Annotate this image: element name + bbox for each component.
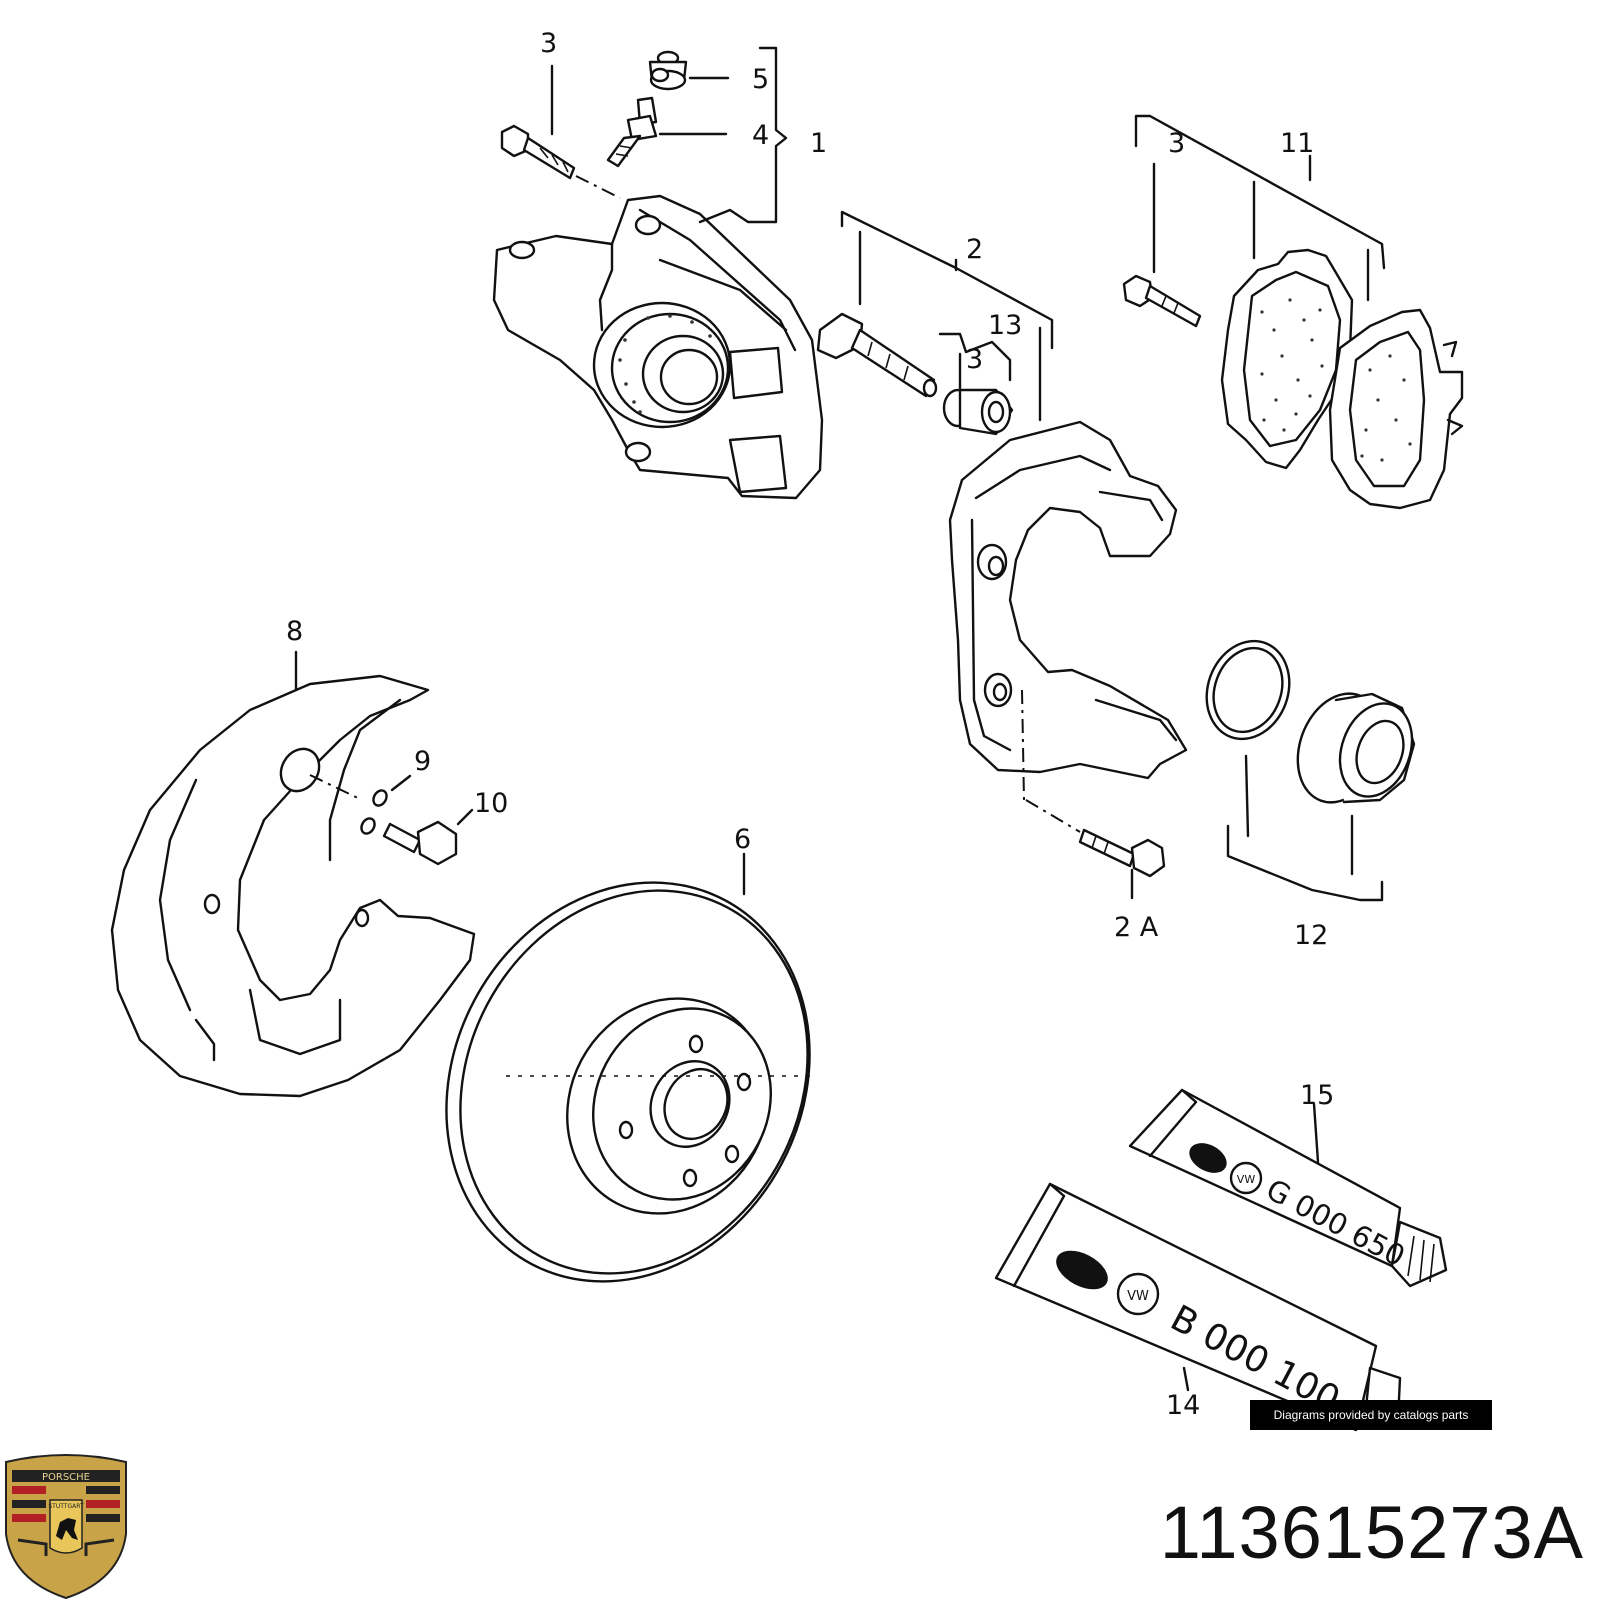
- bleeder-valve: [606, 96, 658, 168]
- callout-13: 13: [988, 310, 1022, 341]
- bleeder-cap: [648, 50, 688, 91]
- callout-4: 4: [752, 120, 769, 151]
- callout-15: 15: [1300, 1080, 1334, 1111]
- callout-3-boot: 3: [966, 344, 983, 375]
- caliper-housing: [492, 194, 824, 500]
- callout-14: 14: [1166, 1390, 1200, 1421]
- piston-dust-boot: [1296, 692, 1416, 804]
- guide-pin: [816, 312, 938, 398]
- pad-bolt: [1122, 274, 1202, 328]
- callout-12: 12: [1294, 920, 1328, 951]
- callout-2: 2: [966, 234, 983, 265]
- callout-11: 11: [1280, 128, 1314, 159]
- guide-pin-boot: [942, 388, 1014, 436]
- bracket-bolt: [1078, 828, 1166, 878]
- brake-pad-outer: [1328, 308, 1464, 510]
- callout-5: 5: [752, 64, 769, 95]
- part-number: 113615273A: [1160, 1491, 1584, 1574]
- tube-15-vw-logo: VW: [1237, 1173, 1256, 1186]
- callout-6: 6: [734, 824, 751, 855]
- piston-seal: [1205, 639, 1291, 741]
- splash-shield: [110, 674, 476, 1098]
- callout-1: 1: [810, 128, 827, 159]
- shield-bolt: [382, 820, 458, 866]
- crest-text-porsche: PORSCHE: [42, 1472, 90, 1483]
- callout-9: 9: [414, 746, 431, 777]
- brake-pad-inner: [1220, 248, 1354, 470]
- crest-text-stuttgart: STUTTGART: [48, 1503, 84, 1510]
- callout-10: 10: [474, 788, 508, 819]
- washer: [360, 789, 388, 835]
- porsche-crest-logo: PORSCHE STUTTGART: [5, 1454, 127, 1600]
- diagram-credit-banner: Diagrams provided by catalogs parts: [1250, 1400, 1492, 1430]
- guide-bolt-top: [500, 124, 621, 199]
- caliper-bracket: [948, 420, 1188, 780]
- callout-2a: 2 A: [1114, 912, 1159, 943]
- callout-8: 8: [286, 616, 303, 647]
- brake-disc: [445, 881, 816, 1283]
- callout-3-caliper-bolt: 3: [540, 28, 557, 59]
- callout-3-pad-bolt: 3: [1168, 128, 1185, 159]
- callout-leaders: [294, 64, 1312, 692]
- tube-14-vw-logo: VW: [1127, 1289, 1149, 1304]
